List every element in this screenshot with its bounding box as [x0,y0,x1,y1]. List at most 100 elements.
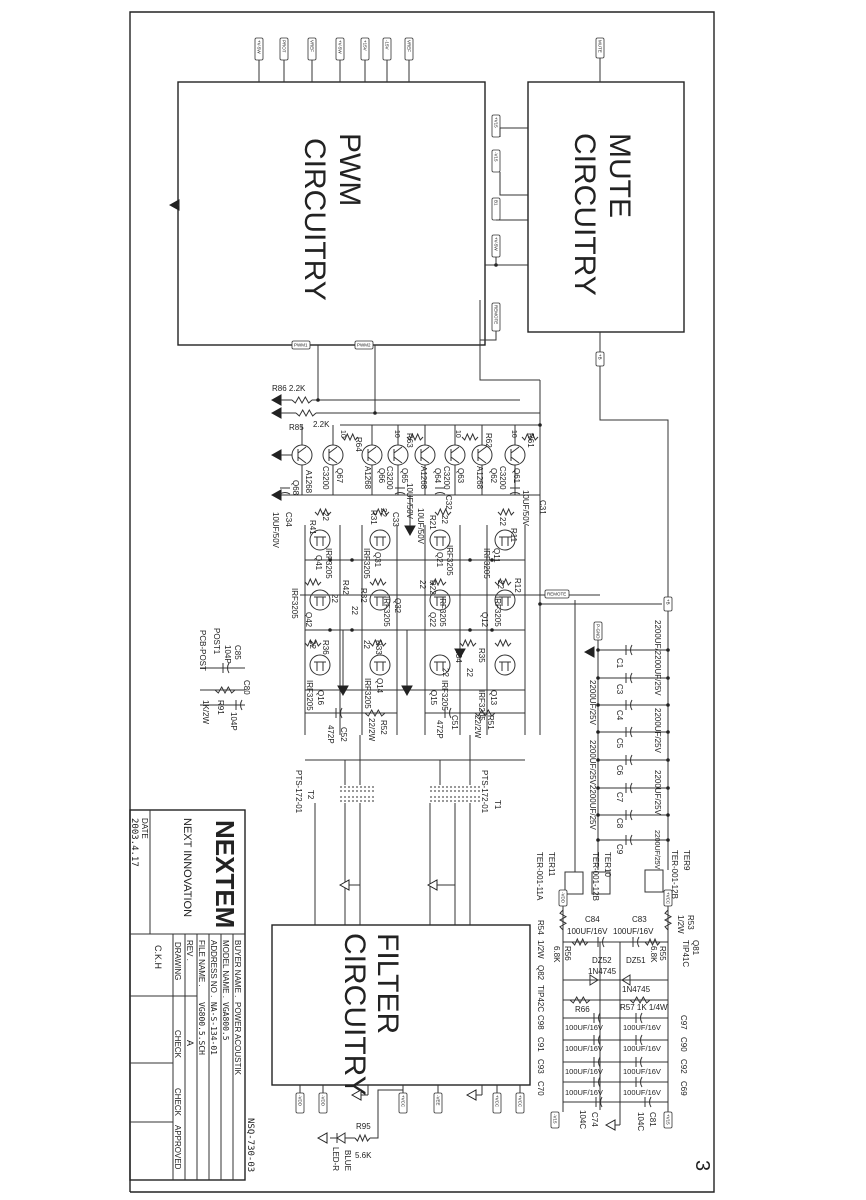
label-c74: C74 [590,1112,599,1127]
label-r51v: 22/2W [473,715,482,739]
label-r32v: 22 [350,606,359,615]
filter-output-tag [492,1092,502,1114]
label-bank-r3: 2200UF/25V [653,770,662,816]
label-address-label: ADDRESS NO . [209,940,218,997]
label-c93: C93 [536,1059,545,1074]
vcc-tag-label: +VCC [665,892,670,905]
label-c51: C51 [450,715,459,730]
label-q13t: IRF3205 [477,690,486,721]
wire [450,456,460,464]
mosfet-gate-glyph [434,596,446,606]
label-r32: R32 [359,588,368,603]
resistor-symbol [304,638,322,648]
label-q11t: IRF3205 [482,548,491,579]
label-q41: Q41 [314,555,323,571]
capacitor-symbol [630,834,633,846]
label-q21: Q21 [435,552,444,568]
label-q65t: C3200 [385,466,394,490]
label-address: NA-S-134-01 [209,1002,218,1055]
label-r42: R42 [341,580,350,595]
label-line1: MUTE [603,133,636,218]
label-r22: R22 [428,580,437,595]
label-r21v: 22 [440,515,449,524]
filter-output-tag-label: -VEE [435,1095,440,1106]
mute-input-tag-label: MUTE [597,40,602,53]
resistor-symbol [314,507,332,517]
label-r64: R64 [354,437,363,452]
title-block [129,809,246,1181]
mosfet-gate-glyph [314,596,326,606]
resistor-symbol [571,937,589,947]
ground-arrow-icon [316,1132,328,1144]
label-q32t: IRF3205 [382,596,391,627]
plus-v15-tag [663,1111,673,1129]
label-cap-r4: 100UF/16V [623,1088,661,1097]
resistor-symbol [291,395,313,405]
label-cap-r3: 100UF/16V [623,1067,661,1076]
label-cap-l1: 100UF/16V [565,1023,603,1032]
junction-dot [596,786,600,790]
wire [420,446,430,454]
filter-output-tag-label: +VCC [494,1095,499,1108]
capacitor-symbol [630,726,633,738]
resistor-symbol [406,432,424,442]
mosfet-symbol [369,589,391,611]
label-r95: R95 [356,1122,371,1131]
label-r91: R91 [216,700,225,715]
mute-side-tag-label: +V15 [493,117,498,128]
label-r63v: 10 [393,430,400,438]
pwm-input-tag-label: VREF [406,40,411,52]
p-gnd-tag-label: P-GND [595,624,600,639]
pwm-input-tag-label: -15V [384,40,389,50]
pwm1-tag-label: PWM1 [294,343,308,348]
minus-v15-tag [550,1111,560,1129]
filter-circuitry-block [271,924,531,1086]
mute-side-tag-label: -V15 [493,152,498,162]
junction-dot [666,786,670,790]
label-q31t: IRF3205 [362,548,371,579]
resistor-symbol [461,432,479,442]
label-bank-l1: 2200UF/25V [588,680,597,726]
mosfet-gate-glyph [374,596,386,606]
label-c52v: 472P [326,725,335,744]
mosfet-symbol [429,654,451,676]
label-cap-r1: 100UF/16V [623,1023,661,1032]
mosfet-symbol [309,654,331,676]
label-r22v: 22 [418,580,427,589]
label-c32: C32 [444,495,453,510]
resistor-symbol [644,937,661,947]
junction-dot [328,628,332,632]
label-led2: LED-R [331,1147,340,1171]
label-tagline: NEXT INNOVATION [181,818,193,917]
label-r12: R12 [513,578,522,593]
pwm-circuitry-block [177,81,486,346]
junction-dot [538,602,542,606]
label-c3: C3 [615,684,624,695]
label-r53: R53 [686,915,695,930]
mosfet-symbol [309,589,331,611]
pwm-input-tag-label: +V-5W [256,40,261,54]
junction-dot [666,758,670,762]
mosfet-symbol [369,529,391,551]
wire [599,366,669,597]
pwm-input-tag-label: +15V [362,40,367,51]
label-bank-l2: 2200UF/25V2200UF/25V [588,740,597,831]
label-c90: C90 [679,1037,688,1052]
pwm-input-tag [335,37,345,61]
b-plus-tag-label: +B [597,354,602,360]
mosfet-gate-glyph [434,536,446,546]
plus-v15-tag-label: +V15 [665,1114,670,1125]
mute-side-tag [491,149,501,173]
wire [393,456,403,464]
mosfet-gate-glyph [374,661,386,671]
pwm-input-tag [360,37,370,61]
label-r36: R36 [321,640,330,655]
capacitor-symbol [227,662,230,674]
mute-side-tag [491,114,501,138]
label-check2-label: CHECK [173,1088,182,1117]
label-r42v: 22 [330,594,339,603]
mosfet-symbol [429,529,451,551]
pwm-input-tag-label: VREF [309,40,314,52]
mute-side-tag-label: B1 [493,200,498,206]
